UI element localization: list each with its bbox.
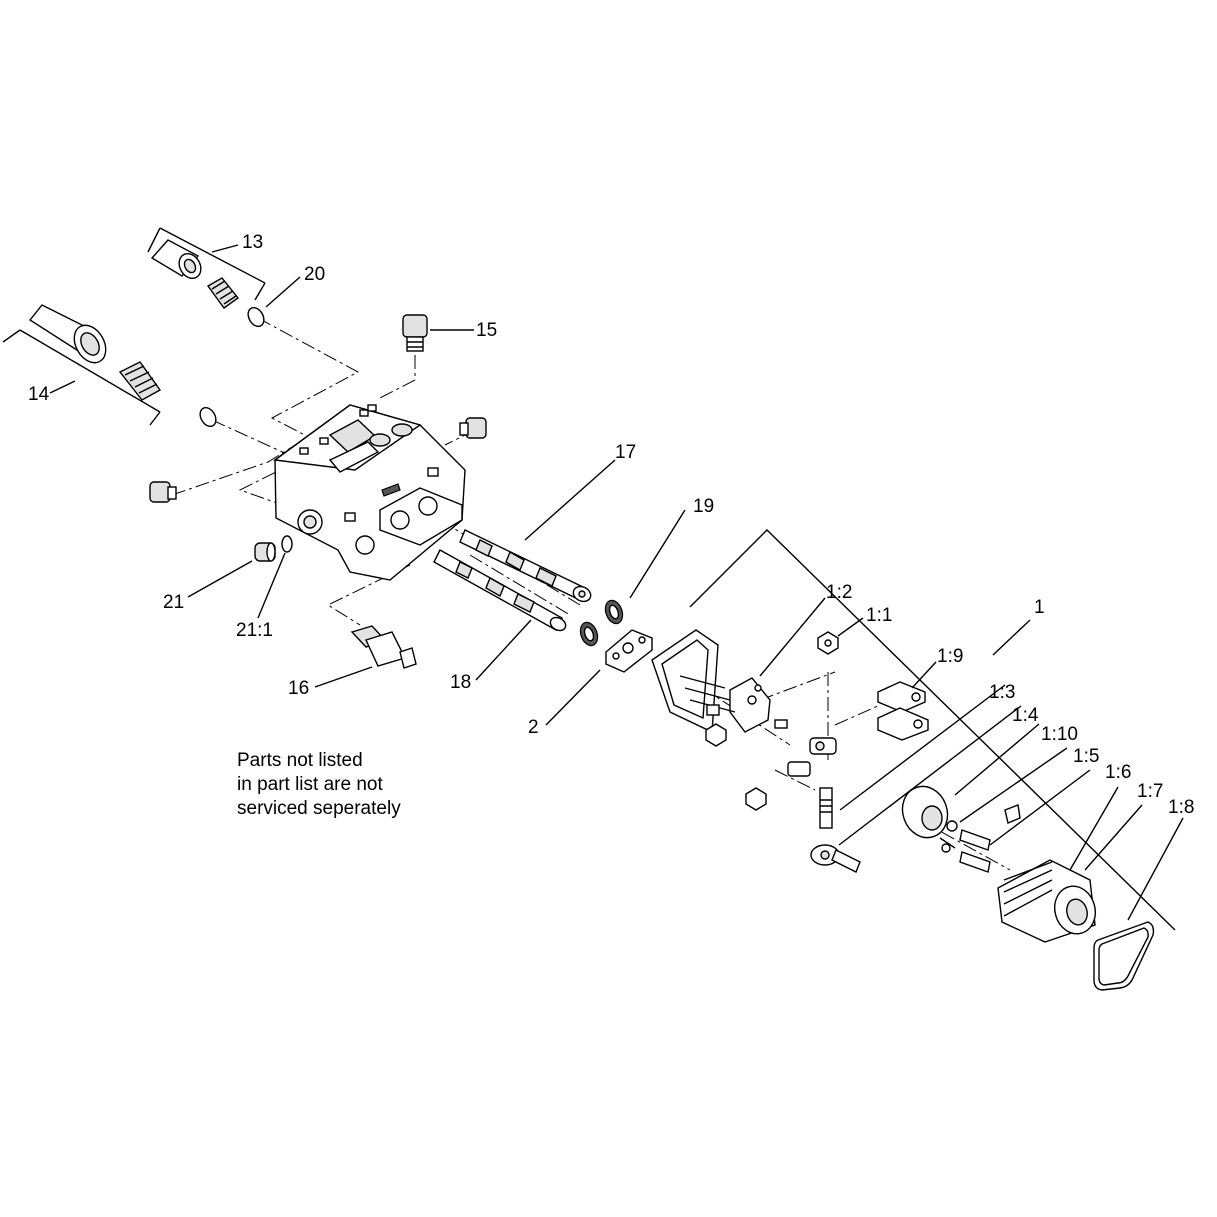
plug-right [459,417,487,439]
o-ring [199,406,217,428]
callout-1-10: 1:10 [1041,724,1078,745]
callout-labels: 13 20 14 15 17 19 21 21:1 16 18 2 1 1:2 … [28,232,1194,818]
part-2-plate [605,629,653,673]
part-21-1-o-ring [281,535,293,553]
callout-14: 14 [28,384,50,405]
callout-1: 1 [1034,597,1045,618]
callout-18: 18 [450,672,471,693]
callout-1-4: 1:4 [1012,705,1039,726]
part-1-1-nut [817,631,839,655]
part-15-cartridge [402,314,428,352]
callout-21-1: 21:1 [236,620,273,641]
callout-1-6: 1:6 [1105,762,1131,783]
plug-left [149,481,177,503]
leader-lines [49,244,1184,931]
callout-1-3: 1:3 [989,682,1015,703]
part-1-7-boot [997,859,1096,943]
callout-1-1: 1:1 [866,605,892,626]
callout-19: 19 [693,496,714,517]
rod-end [810,844,861,873]
callout-15: 15 [476,320,497,341]
part-1-3-stud [745,787,833,829]
part-13-cap-and-spring [147,227,266,309]
valve-body [273,404,466,581]
part-1-10-screw [1004,804,1021,824]
callout-21: 21 [163,592,184,613]
part-1-5-screws [941,829,991,873]
part-1-8-gasket [1093,921,1155,991]
part-1-2-bracket [679,675,788,747]
callout-17: 17 [615,442,636,463]
callout-1-9: 1:9 [937,646,963,667]
callout-2: 2 [528,717,539,738]
part-19-seals [579,599,624,647]
callout-1-2: 1:2 [826,582,852,603]
link-pin [787,737,837,777]
part-14-cap-and-spring [2,304,162,426]
part-17-spool [459,529,592,603]
part-1-cover-housing [651,629,719,734]
part-1-9-levers [877,681,929,741]
callout-13: 13 [242,232,263,253]
part-18-spool [433,549,567,632]
service-note-line-1: Parts not listed [237,750,363,771]
service-note-line-3: serviced seperately [237,798,401,819]
part-16-relief-valve [350,625,417,669]
part-21-plug [254,542,276,562]
service-note: Parts not listed in part list are not se… [237,749,497,821]
callout-1-8: 1:8 [1168,797,1194,818]
part-20-o-ring [247,306,265,328]
callout-20: 20 [304,264,325,285]
callout-1-7: 1:7 [1137,781,1163,802]
callout-1-5: 1:5 [1073,746,1099,767]
part-1-4-flange [901,785,958,849]
service-note-line-2: in part list are not [237,774,383,795]
callout-16: 16 [288,678,309,699]
